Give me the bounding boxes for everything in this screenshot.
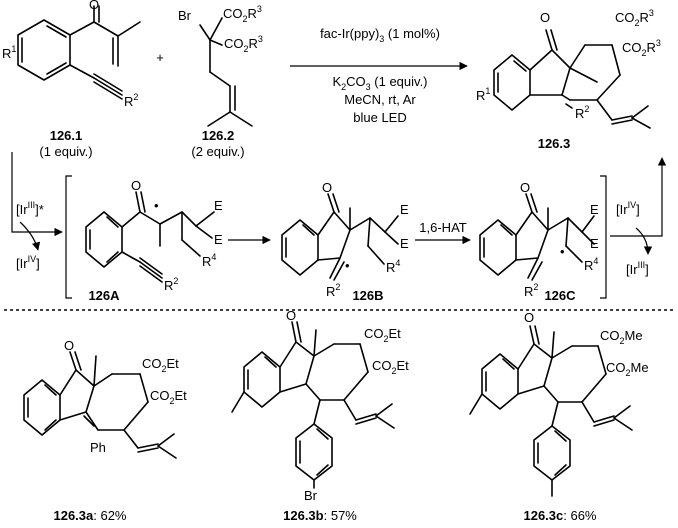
compound-126-2-label: 126.2 <box>202 128 235 143</box>
label-o-126-3: O <box>540 10 550 25</box>
reactant-126-1-structure <box>17 5 141 100</box>
reactant-126-2-structure <box>199 17 253 127</box>
label-co2et-126-3b-a: CO2Et <box>364 326 401 344</box>
cycle-curved-arrow-left <box>19 221 41 251</box>
label-o-126a: O <box>131 178 141 193</box>
example-126-3c-yield: : 66% <box>563 508 597 523</box>
label-o-126c: O <box>520 180 530 195</box>
step-hat-label: 1,6-HAT <box>419 220 466 235</box>
compound-126-1-equiv: (1 equiv.) <box>39 144 92 159</box>
example-126-3a-caption: 126.3a: 62% <box>53 508 126 523</box>
example-126-3b-yield: : 57% <box>324 508 358 523</box>
label-e1-126c: E <box>590 202 599 217</box>
label-co2me-126-3c-a: CO2Me <box>600 328 643 346</box>
catalyst-ground-label: [IrIII] <box>626 260 649 277</box>
label-co2et-126-3a-b: CO2Et <box>150 388 187 406</box>
label-o-126-1: O <box>89 0 99 12</box>
label-r1-126-3: R1 <box>476 86 490 103</box>
label-r2-126a: R2 <box>164 276 178 293</box>
condition-catalyst: fac-Ir(ppy)3 (1 mol%) <box>320 26 440 44</box>
condition-light: blue LED <box>353 110 406 125</box>
label-e1-126b: E <box>400 202 409 217</box>
catalyst-excited-label: [IrIII]* <box>16 200 44 217</box>
compound-126-2-equiv: (2 equiv.) <box>191 144 244 159</box>
label-r4-126c: R4 <box>584 256 598 273</box>
intermediate-126b-structure <box>281 193 399 281</box>
example-126-3b-caption: 126.3b: 57% <box>283 508 357 523</box>
radical-dot-126b: • <box>345 258 350 273</box>
intermediate-126a-label: 126A <box>88 288 120 303</box>
label-co2et-126-3a-a: CO2Et <box>142 356 179 374</box>
condition-base: K2CO3 (1 equiv.) <box>332 74 427 92</box>
label-co2me-126-3c-b: CO2Me <box>606 360 649 378</box>
label-br-126-3b: Br <box>304 488 318 503</box>
cycle-arrow-left <box>11 152 63 237</box>
cycle-curved-arrow-right <box>635 227 653 255</box>
example-126-3c-id: 126.3c <box>523 508 563 523</box>
intermediate-126c-label: 126C <box>544 288 576 303</box>
plus-sign: + <box>156 50 164 65</box>
label-co2et-126-3b-b: CO2Et <box>372 358 409 376</box>
intermediate-126b-label: 126B <box>352 288 383 303</box>
example-126-3b-structure <box>231 321 395 489</box>
label-e2-126c: E <box>590 236 599 251</box>
cycle-arrow-right <box>610 157 667 237</box>
intermediate-126c-structure <box>479 193 595 281</box>
catalyst-oxidized-label-left: [IrIV] <box>16 254 40 271</box>
catalyst-oxidized-label-right: [IrIV] <box>616 200 640 217</box>
intermediate-126a-structure <box>85 191 215 283</box>
label-r2-126-3: R2 <box>575 104 589 121</box>
example-126-3a-id: 126.3a <box>53 508 94 523</box>
label-o-126-3a: O <box>64 338 74 353</box>
label-e2-126a: E <box>214 232 223 247</box>
example-126-3c-structure <box>469 325 633 497</box>
label-o-126-3b: O <box>286 308 296 323</box>
label-co2r3-126-3b: CO2R3 <box>622 38 661 58</box>
radical-dot-126a: • <box>154 198 159 213</box>
label-br-126-2: Br <box>178 8 192 23</box>
radical-dot-126c: • <box>560 244 565 259</box>
label-r4-126a: R4 <box>202 252 216 269</box>
condition-solvent: MeCN, rt, Ar <box>344 92 416 107</box>
label-ph-126-3a: Ph <box>90 440 106 455</box>
example-126-3a-yield: : 62% <box>93 508 127 523</box>
label-o-126-3c: O <box>524 310 534 325</box>
bracket-left <box>65 175 72 299</box>
label-r4-126b: R4 <box>386 258 400 275</box>
example-126-3a-structure <box>23 351 177 459</box>
bracket-right <box>600 175 607 299</box>
label-o-126b: O <box>322 180 332 195</box>
label-co2r3-126-2a: CO2R3 <box>223 4 262 24</box>
product-126-3-structure <box>493 29 651 129</box>
label-r1-126-1: R1 <box>2 44 16 61</box>
label-r2-126b: R2 <box>326 282 340 299</box>
label-e2-126b: E <box>400 236 409 251</box>
label-co2r3-126-2b: CO2R3 <box>224 34 263 54</box>
example-126-3c-caption: 126.3c: 66% <box>523 508 596 523</box>
label-e1-126a: E <box>214 198 223 213</box>
example-126-3b-id: 126.3b <box>283 508 324 523</box>
label-co2r3-126-3a: CO2R3 <box>615 8 654 28</box>
compound-126-1-label: 126.1 <box>50 128 83 143</box>
compound-126-3-label: 126.3 <box>538 136 571 151</box>
label-r2-126c: R2 <box>524 282 538 299</box>
label-r2-126-1: R2 <box>124 92 138 109</box>
